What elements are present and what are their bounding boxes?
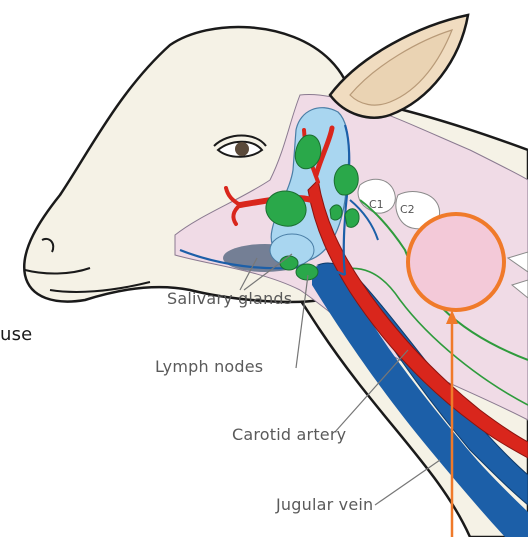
- lymph-node-5: [330, 205, 342, 220]
- leader-jugular: [375, 460, 440, 505]
- lymph-node-7: [296, 264, 318, 280]
- lymph-node-2: [266, 191, 306, 226]
- target-circle: [408, 214, 504, 310]
- vertebra-c1-label: C1: [369, 198, 384, 211]
- jugular-vein-label: Jugular vein: [276, 495, 373, 514]
- vertebra-c2-label: C2: [400, 203, 415, 216]
- lymph-nodes-label: Lymph nodes: [155, 357, 263, 376]
- use-text-fragment: use: [0, 324, 32, 345]
- eye-iris: [235, 142, 249, 156]
- lymph-node-3: [334, 165, 358, 195]
- lymph-node-4: [345, 209, 359, 228]
- salivary-glands-label: Salivary glands: [167, 289, 292, 308]
- lymph-node-6: [280, 256, 298, 270]
- carotid-artery-label: Carotid artery: [232, 425, 346, 444]
